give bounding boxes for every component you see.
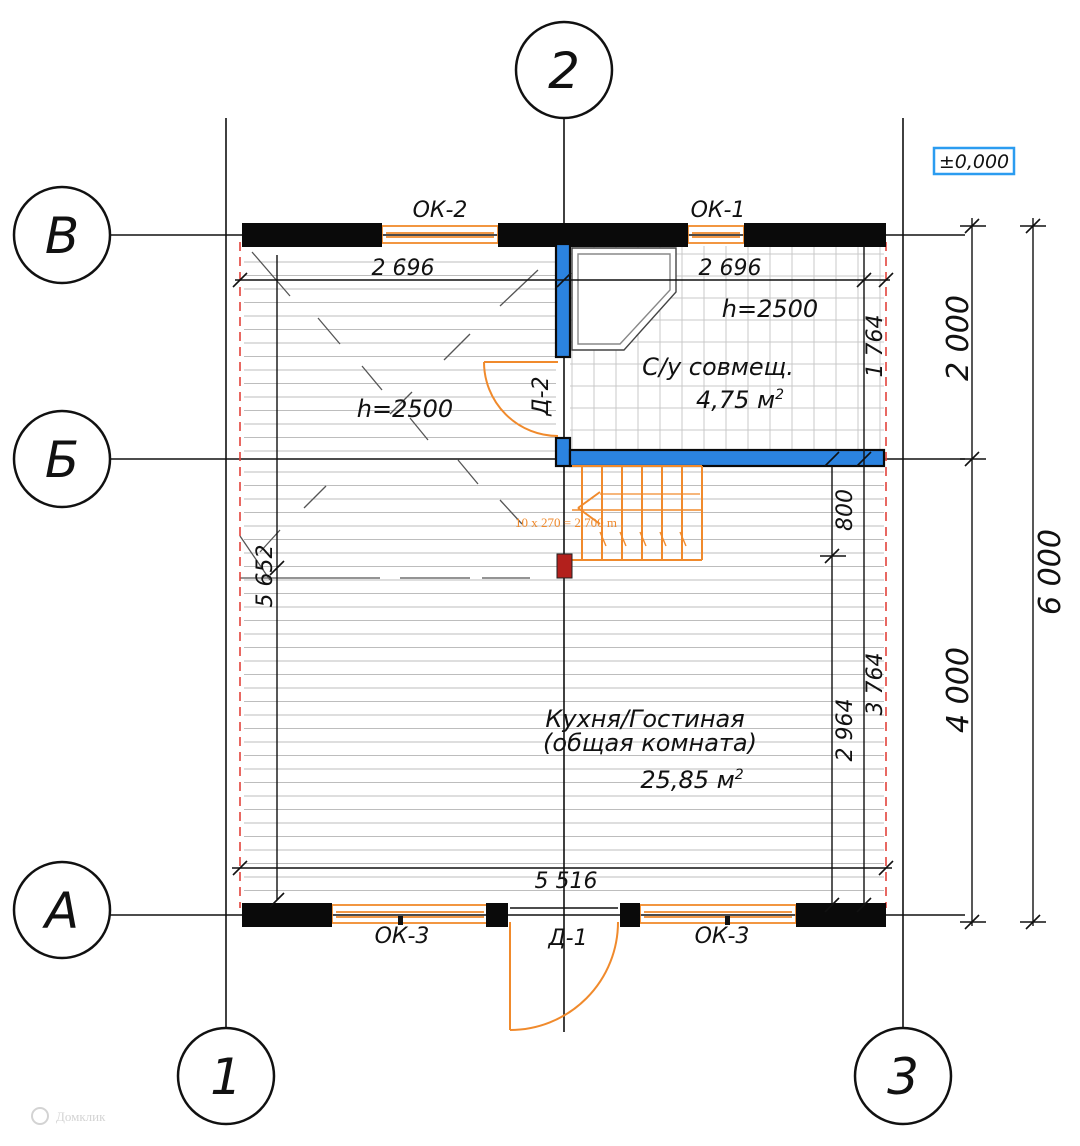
axis-bubbles	[12, 20, 953, 1126]
dim-top-right: 2 696	[699, 256, 762, 281]
stair-zigzag	[599, 531, 607, 547]
exterior-walls	[242, 223, 886, 927]
living-name-2: (общая комната)	[543, 729, 757, 757]
shower-tray	[571, 247, 677, 351]
dim-stair-offset: 800	[833, 489, 858, 531]
axis-label-v: В	[45, 207, 79, 265]
outer-edge-dashes	[239, 242, 887, 908]
height-bath: h=2500	[722, 295, 818, 323]
bath-area-sup: 2	[775, 387, 784, 403]
dim-inner-width: 5 516	[535, 869, 598, 894]
dimension-ticks	[232, 218, 1041, 930]
dim-span-top: 2 000	[941, 295, 976, 381]
window-mullions	[398, 916, 730, 925]
stair	[572, 465, 703, 561]
dimension-lines	[232, 218, 1046, 926]
label-ok-3-left: ОК-3	[375, 924, 430, 949]
dim-room-depth-inner: 2 964	[833, 699, 858, 762]
watermark-logo-icon	[31, 1107, 49, 1125]
label-d-2: Д-2	[529, 376, 554, 416]
axis-label-2: 2	[548, 42, 580, 100]
bath-area: 4,75 м2	[696, 386, 784, 414]
column	[556, 553, 573, 579]
dim-inner-length: 5 652	[253, 545, 278, 608]
axis-label-a: А	[42, 882, 79, 940]
label-ok-3-right: ОК-3	[695, 924, 750, 949]
watermark-text: Домклик	[56, 1109, 106, 1124]
stair-void-hatch	[239, 251, 539, 581]
door-d1	[509, 907, 619, 1031]
dim-bath-depth: 1 764	[863, 315, 888, 378]
stair-arrow	[577, 491, 601, 509]
stair-zigzag	[679, 531, 687, 547]
height-left: h=2500	[357, 395, 453, 423]
living-area: 25,85 м2	[640, 766, 743, 794]
door-d2	[483, 361, 559, 437]
living-area-sup: 2	[735, 767, 744, 783]
label-ok-2: ОК-2	[413, 198, 468, 223]
dim-span-total: 6 000	[1033, 529, 1068, 615]
dim-top-left: 2 696	[372, 256, 435, 281]
label-d-1: Д-1	[547, 926, 587, 951]
stair-zigzag	[659, 531, 667, 547]
axis-grid-lines	[110, 118, 965, 1032]
axis-label-b: Б	[45, 431, 79, 489]
dim-room-depth-outer: 3 764	[863, 653, 888, 716]
living-name-1: Кухня/Гостиная	[545, 705, 744, 733]
level-mark: ±0,000	[939, 151, 1009, 173]
stair-note: 10 x 270 = 2 700 m	[515, 515, 617, 530]
axis-label-3: 3	[887, 1048, 919, 1106]
stair-zigzag	[639, 531, 647, 547]
dim-span-bottom: 4 000	[941, 647, 976, 733]
level-mark-box	[932, 146, 1016, 176]
bathroom-partition	[554, 242, 886, 468]
axis-label-1: 1	[210, 1048, 242, 1106]
bath-name: С/у совмещ.	[642, 353, 794, 381]
stair-arrow	[577, 507, 601, 525]
label-ok-1: ОК-1	[691, 198, 746, 223]
watermark: Домклик	[31, 1107, 106, 1125]
stair-zigzag	[619, 531, 627, 547]
